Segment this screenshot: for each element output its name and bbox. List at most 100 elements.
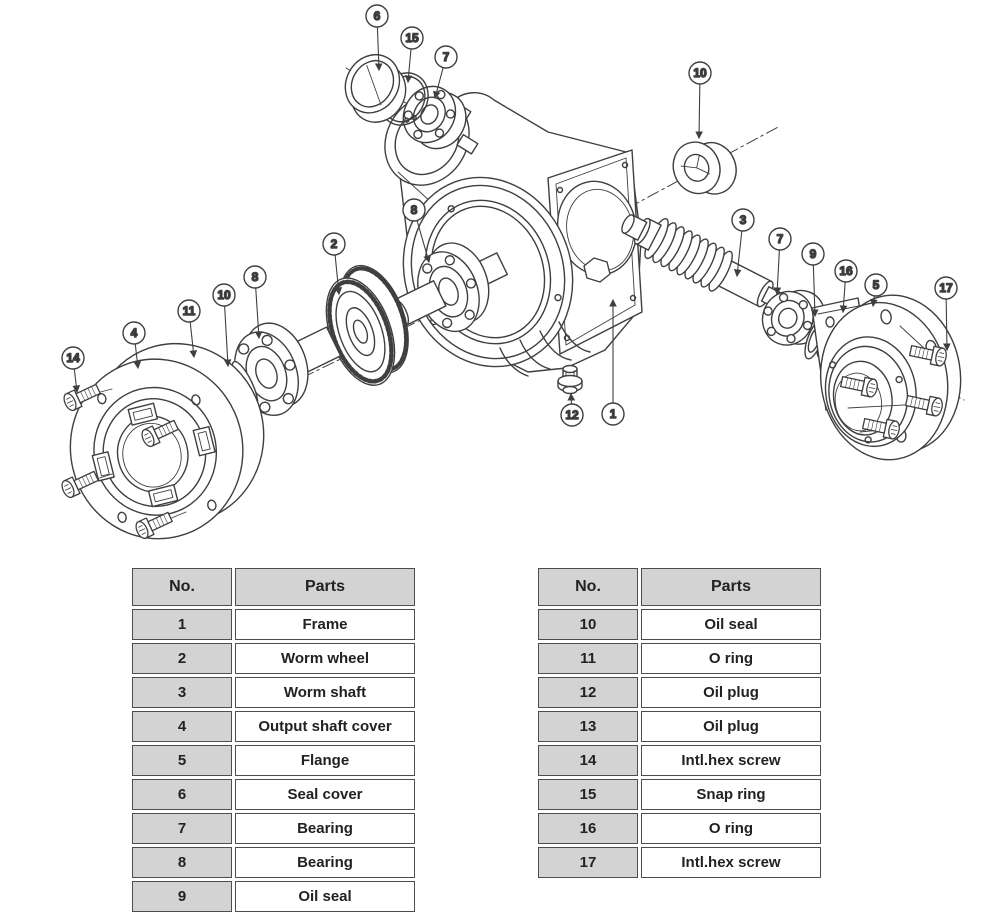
callout-number: 3 — [740, 213, 747, 227]
callout-balloon-5 — [864, 273, 888, 297]
callout-balloon-6 — [365, 4, 389, 28]
callout-leader-10 — [223, 294, 232, 368]
callout-balloon-8 — [402, 198, 426, 222]
part-number-cell: 6 — [132, 779, 232, 810]
callout-number: 10 — [693, 66, 707, 80]
part-number-cell: 17 — [538, 847, 638, 878]
part-name-cell: O ring — [641, 813, 821, 844]
output-shaft-cover-part — [69, 342, 265, 540]
callout-number: 6 — [374, 9, 381, 23]
part-name-cell: Oil plug — [641, 677, 821, 708]
callout-number: 4 — [131, 326, 138, 340]
callout-balloon-2 — [322, 232, 346, 256]
part-name-cell: Intl.hex screw — [641, 847, 821, 878]
part-number-cell: 4 — [132, 711, 232, 742]
callout-number: 5 — [873, 278, 880, 292]
callout-number: 9 — [810, 247, 817, 261]
part-name-cell: Seal cover — [235, 779, 415, 810]
part-number-cell: 10 — [538, 609, 638, 640]
callout-number: 10 — [217, 288, 231, 302]
callout-number: 15 — [405, 31, 419, 45]
callout-number: 7 — [443, 50, 450, 64]
callout-balloon-10 — [212, 283, 236, 307]
callout-balloon-9 — [801, 242, 825, 266]
part-name-cell: Bearing — [235, 847, 415, 878]
callout-balloon-3 — [731, 208, 755, 232]
callout-balloon-16 — [834, 259, 858, 283]
callout-balloon-10 — [688, 61, 712, 85]
callout-balloon-8 — [243, 265, 267, 289]
worm-wheel-gear — [325, 264, 409, 386]
column-header: No. — [132, 568, 232, 606]
callout-balloon-14 — [61, 346, 85, 370]
callout-balloon-17 — [934, 276, 958, 300]
part-number-cell: 12 — [538, 677, 638, 708]
part-number-cell: 9 — [132, 881, 232, 912]
callout-number: 2 — [331, 237, 338, 251]
callout-balloon-7 — [768, 227, 792, 251]
column-header: Parts — [235, 568, 415, 606]
part-number-cell: 14 — [538, 745, 638, 776]
bearing-8-left — [233, 322, 309, 417]
oil-plug-12-part — [557, 364, 583, 395]
hex-screws-17 — [847, 325, 949, 441]
part-name-cell: Worm shaft — [235, 677, 415, 708]
part-name-cell: Output shaft cover — [235, 711, 415, 742]
parts-table-header-row: No.Parts — [132, 568, 415, 606]
callout-number: 8 — [252, 270, 259, 284]
oil-seal-10-part — [672, 141, 737, 195]
part-name-cell: Snap ring — [641, 779, 821, 810]
part-name-cell: Bearing — [235, 813, 415, 844]
callout-number: 8 — [411, 203, 418, 217]
part-number-cell: 11 — [538, 643, 638, 674]
bearing-7-right-part — [761, 289, 826, 346]
column-header: No. — [538, 568, 638, 606]
part-name-cell: Oil plug — [641, 711, 821, 742]
callout-number: 11 — [183, 304, 196, 318]
part-name-cell: O ring — [641, 643, 821, 674]
callout-balloon-4 — [122, 321, 146, 345]
part-number-cell: 1 — [132, 609, 232, 640]
callout-number: 16 — [839, 264, 853, 278]
callout-balloon-15 — [400, 26, 424, 50]
part-number-cell: 3 — [132, 677, 232, 708]
callout-balloon-11 — [177, 299, 201, 323]
part-number-cell: 15 — [538, 779, 638, 810]
hex-screws-14 — [58, 380, 187, 541]
callout-number: 7 — [777, 232, 784, 246]
part-number-cell: 5 — [132, 745, 232, 776]
part-number-cell: 13 — [538, 711, 638, 742]
part-name-cell: Flange — [235, 745, 415, 776]
callout-balloon-1 — [601, 402, 625, 426]
part-number-cell: 2 — [132, 643, 232, 674]
parts-table-header-row: No.Parts — [538, 568, 821, 606]
seal-cover-6-part — [344, 54, 407, 123]
callout-balloon-12 — [560, 403, 584, 427]
callout-number: 12 — [565, 408, 579, 422]
part-name-cell: Oil seal — [641, 609, 821, 640]
worm-shaft-part — [621, 214, 784, 309]
part-number-cell: 7 — [132, 813, 232, 844]
part-number-cell: 16 — [538, 813, 638, 844]
callout-number: 14 — [66, 351, 80, 365]
